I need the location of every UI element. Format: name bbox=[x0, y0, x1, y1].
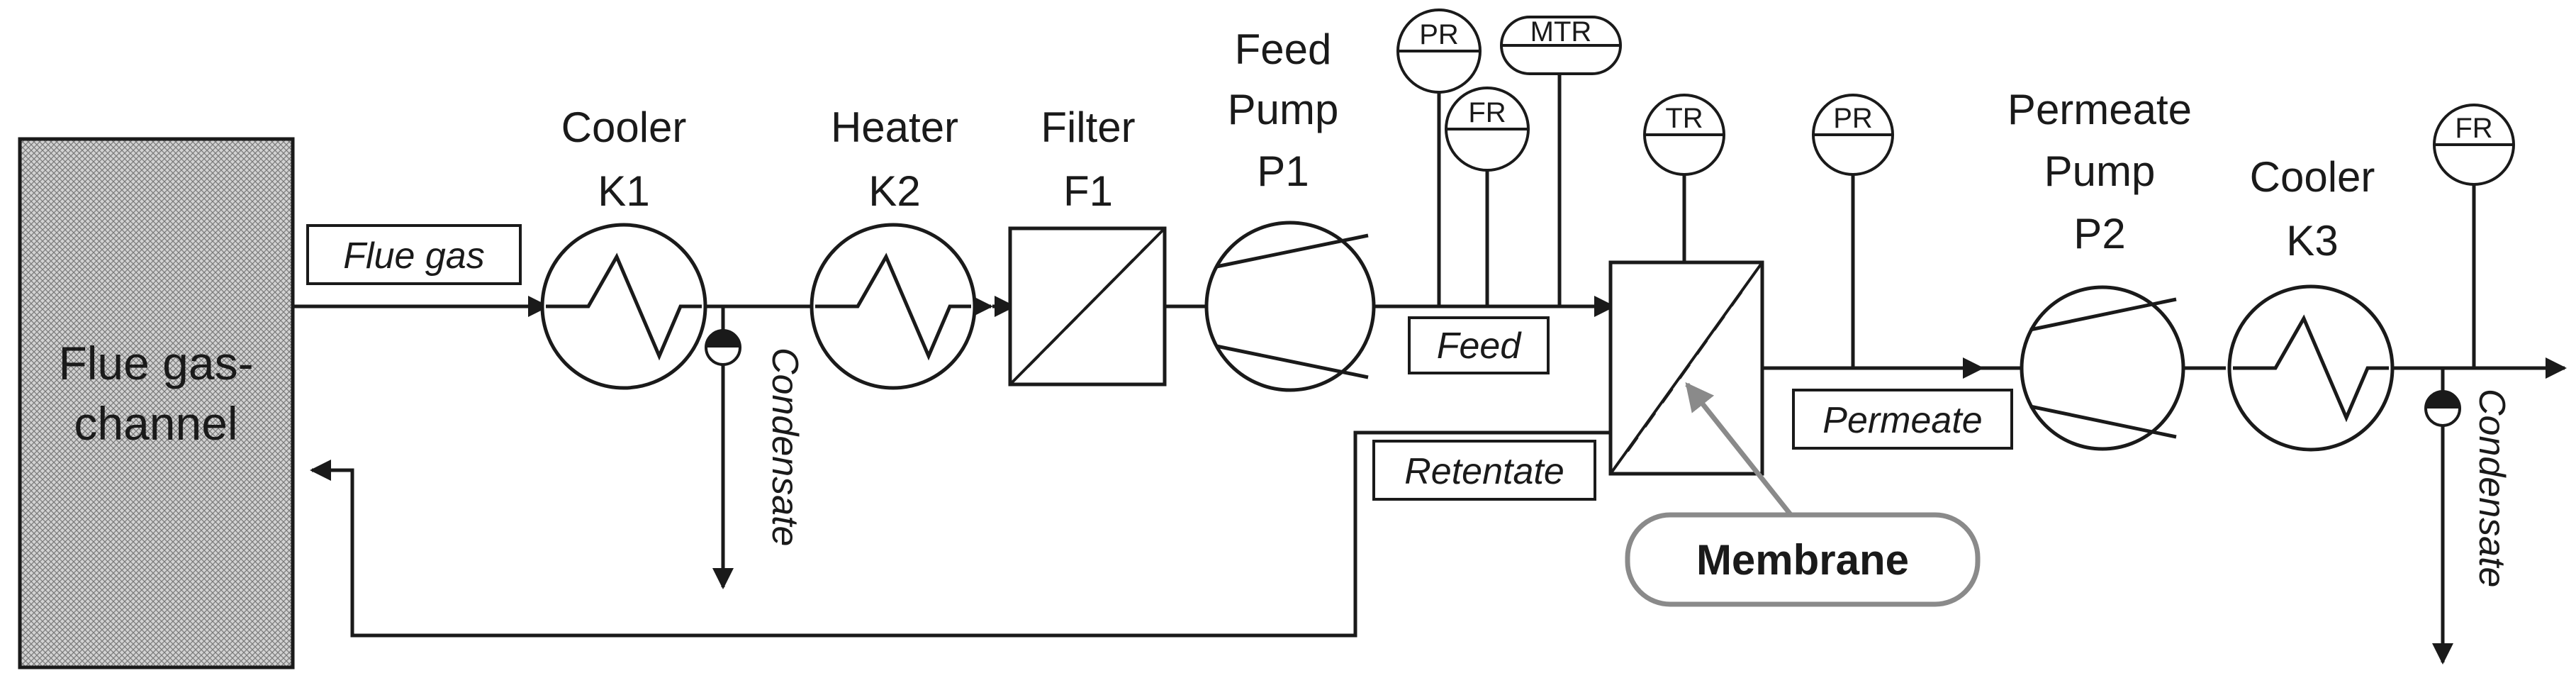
filter-f1-name: Filter bbox=[1041, 104, 1135, 151]
instrument-tr-membrane: TR bbox=[1643, 94, 1725, 176]
svg-text:FR: FR bbox=[2455, 113, 2492, 144]
instrument-fr-feed: FR bbox=[1445, 87, 1530, 172]
cooler-k1-name: Cooler bbox=[561, 104, 687, 151]
feed-label: Feed bbox=[1408, 316, 1550, 374]
cooler-k1-tag: K1 bbox=[598, 167, 649, 215]
feed-pump-name-2: Pump bbox=[1228, 86, 1339, 133]
svg-text:PR: PR bbox=[1419, 19, 1459, 50]
heat-exchanger-coil-icon bbox=[2233, 314, 2389, 423]
heat-exchanger-coil-icon bbox=[815, 252, 971, 361]
cooler-k3-tag: K3 bbox=[2286, 217, 2338, 265]
permeate-pump-name-2: Pump bbox=[2044, 148, 2156, 195]
flue-gas-channel: Flue gas- channel bbox=[18, 137, 295, 669]
permeate-line: PR Permeate bbox=[1762, 94, 2022, 450]
condensate-label-1: Condensate bbox=[764, 348, 805, 546]
instrument-mtr-feed: MTR bbox=[1500, 16, 1622, 75]
cooler-k1: Cooler K1 bbox=[540, 104, 707, 390]
permeate-pump-p2: Permeate Pump P2 bbox=[2007, 86, 2192, 451]
permeate-pump-name-1: Permeate bbox=[2007, 86, 2192, 133]
feed-pump-p1: Feed Pump P1 bbox=[1204, 26, 1376, 392]
heater-k2-tag: K2 bbox=[868, 167, 920, 215]
feed-pump-tag: P1 bbox=[1257, 148, 1309, 195]
feed-instruments: PR FR MTR bbox=[1396, 9, 1622, 306]
svg-text:FR: FR bbox=[1468, 97, 1506, 128]
filter-f1-tag: F1 bbox=[1063, 167, 1113, 215]
channel-label-line2: channel bbox=[74, 397, 237, 450]
membrane-module: TR bbox=[1608, 94, 1764, 476]
svg-text:Feed: Feed bbox=[1437, 326, 1523, 367]
svg-text:PR: PR bbox=[1833, 103, 1873, 134]
condensate-drain-1: Condensate bbox=[705, 306, 805, 589]
pump-icon bbox=[2029, 297, 2177, 332]
instrument-pr-feed: PR bbox=[1396, 9, 1482, 94]
feed-pump-name-1: Feed bbox=[1235, 26, 1332, 73]
permeate-label: Permeate bbox=[1822, 400, 1982, 441]
condensate-drain-2: Condensate bbox=[2424, 368, 2512, 665]
heater-k2: Heater K2 bbox=[810, 104, 977, 390]
cooler-k3-name: Cooler bbox=[2250, 153, 2375, 201]
retentate-label: Retentate bbox=[1404, 451, 1564, 492]
permeate-pump-tag: P2 bbox=[2073, 210, 2125, 257]
retentate-line: Retentate bbox=[310, 430, 1611, 638]
filter-f1: Filter F1 bbox=[1008, 104, 1167, 387]
membrane-callout: Membrane bbox=[1625, 382, 1981, 607]
membrane-icon bbox=[1626, 285, 1747, 452]
heater-k2-name: Heater bbox=[831, 104, 958, 151]
flue-gas-label: Flue gas bbox=[306, 224, 522, 285]
condensate-label-2: Condensate bbox=[2471, 389, 2512, 587]
svg-text:Flue gas: Flue gas bbox=[343, 235, 484, 277]
heat-exchanger-coil-icon bbox=[546, 252, 702, 361]
instrument-pr-permeate: PR bbox=[1812, 94, 1894, 176]
pump-icon bbox=[1216, 233, 1369, 269]
instrument-fr-outlet: FR bbox=[2433, 104, 2515, 186]
outlet-line: FR bbox=[2392, 104, 2567, 379]
membrane-callout-label: Membrane bbox=[1696, 536, 1909, 584]
channel-label-line1: Flue gas- bbox=[58, 337, 253, 389]
cooler-k3: Cooler K3 bbox=[2227, 153, 2395, 452]
svg-text:MTR: MTR bbox=[1530, 16, 1592, 48]
filter-membrane-icon bbox=[1026, 245, 1148, 368]
svg-text:TR: TR bbox=[1665, 103, 1703, 134]
